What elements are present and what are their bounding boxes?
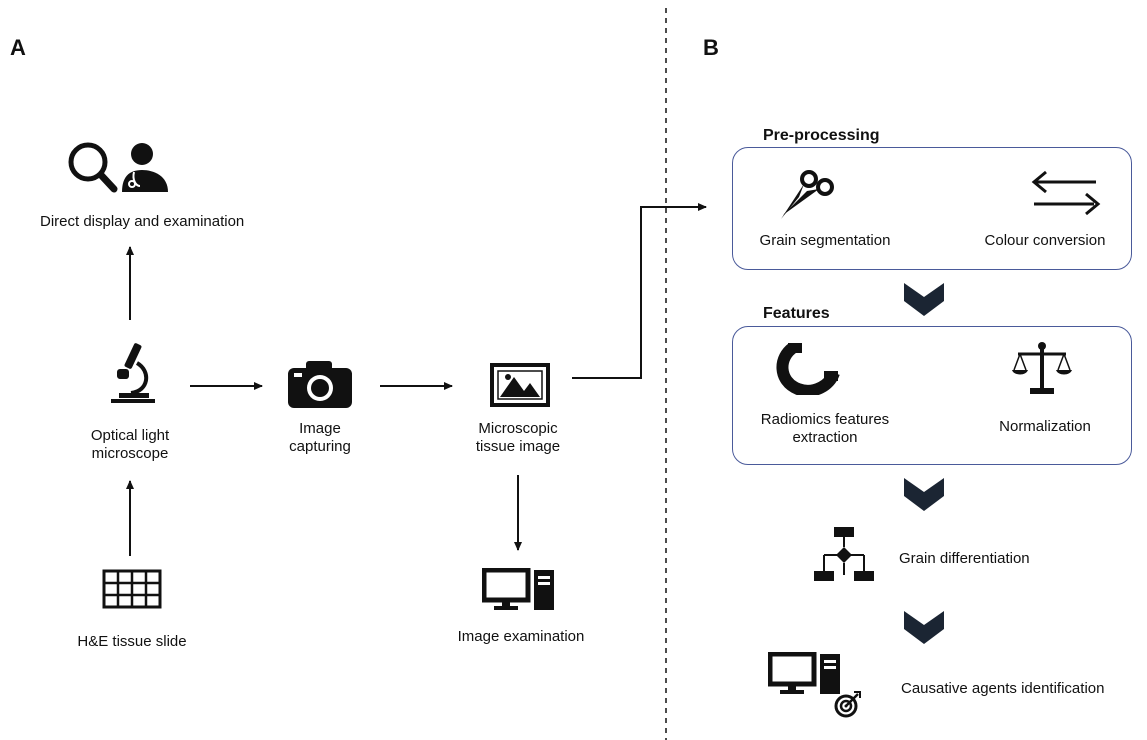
scissors-icon bbox=[781, 170, 834, 219]
image-icon bbox=[490, 363, 550, 407]
tissue-slide-icon bbox=[102, 569, 162, 609]
swap-arrows-icon bbox=[1031, 170, 1101, 216]
capturing-label: Image capturing bbox=[289, 420, 351, 455]
chevron-down-icon bbox=[904, 478, 944, 511]
camera-icon bbox=[288, 361, 352, 408]
differentiation-label: Grain differentiation bbox=[899, 550, 1030, 567]
preprocessing-title: Pre-processing bbox=[763, 127, 880, 144]
slide-label: H&E tissue slide bbox=[77, 633, 187, 650]
preprocessing-box bbox=[732, 147, 1132, 270]
chevron-down-icon bbox=[904, 283, 944, 316]
normalization-label: Normalization bbox=[999, 418, 1091, 435]
examination-label: Image examination bbox=[457, 628, 585, 645]
microscope-label: Optical light microscope bbox=[90, 427, 170, 462]
flowchart-icon bbox=[814, 527, 874, 581]
tissue-image-label: Microscopic tissue image bbox=[475, 420, 561, 455]
arrow-image-to-preprocessing bbox=[572, 203, 707, 379]
doctor-magnifier-icon bbox=[68, 142, 168, 193]
panel-label-b: B bbox=[703, 35, 719, 60]
segmentation-label: Grain segmentation bbox=[759, 232, 891, 249]
balance-scale-icon bbox=[1012, 342, 1072, 394]
chevron-down-icon bbox=[904, 611, 944, 644]
features-title: Features bbox=[763, 305, 830, 322]
panel-label-a: A bbox=[10, 35, 26, 60]
computer-icon bbox=[482, 568, 554, 610]
computer-target-icon bbox=[768, 652, 861, 718]
microscope-icon bbox=[111, 343, 155, 403]
identification-label: Causative agents identification bbox=[901, 680, 1105, 697]
direct-display-label: Direct display and examination bbox=[40, 213, 245, 230]
radiomics-label: Radiomics features extraction bbox=[760, 411, 890, 446]
magnet-icon bbox=[776, 343, 840, 395]
colour-conversion-label: Colour conversion bbox=[984, 232, 1106, 249]
